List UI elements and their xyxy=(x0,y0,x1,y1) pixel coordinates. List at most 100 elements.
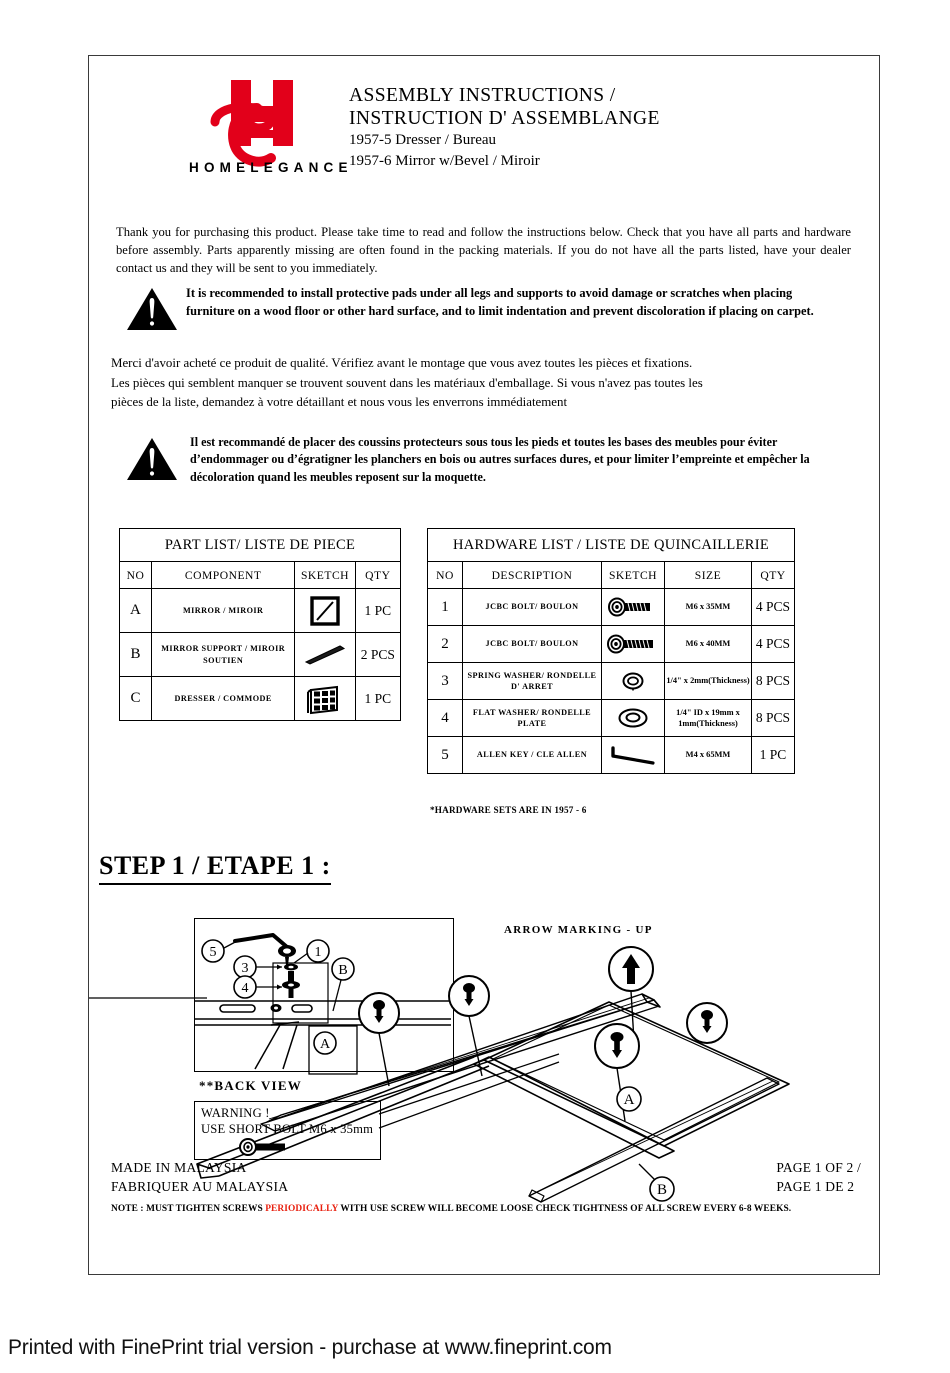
hw-no-5: 5 xyxy=(427,736,463,774)
page-number-french: PAGE 1 DE 2 xyxy=(776,1178,855,1194)
part-no-b: B xyxy=(119,632,152,677)
hardware-sets-note: *HARDWARE SETS ARE IN 1957 - 6 xyxy=(430,805,587,815)
parts-header-component: COMPONENT xyxy=(150,561,296,589)
hw-desc-2: JCBC BOLT/ BOULON xyxy=(462,625,602,663)
bolt-icon xyxy=(601,588,665,626)
part-list-caption: PART LIST/ LISTE DE PIECE xyxy=(119,528,401,562)
svg-text:5: 5 xyxy=(210,945,217,960)
bolt-icon xyxy=(601,625,665,663)
callout-label-a: A xyxy=(616,1086,642,1112)
model-line-mirror: 1957-6 Mirror w/Bevel / Miroir xyxy=(349,152,540,169)
part-component-c: DRESSER / COMMODE xyxy=(150,676,296,721)
hw-size-3: 1/4" x 2mm(Thickness) xyxy=(664,662,752,700)
svg-text:A: A xyxy=(624,1092,635,1108)
part-no-a: A xyxy=(119,588,152,633)
warning-box-text: WARNING ! USE SHORT BOLT M6 x 35mm xyxy=(201,1106,373,1137)
made-in-french: FABRIQUER AU MALAYSIA xyxy=(111,1178,289,1194)
assembly-title-en: ASSEMBLY INSTRUCTIONS / xyxy=(349,85,616,106)
homelegance-logo: HOMELEGANCE xyxy=(189,78,359,188)
table-row: C DRESSER / COMMODE 1 PC xyxy=(119,676,402,721)
hw-size-4: 1/4" ID x 19mm x 1mm(Thickness) xyxy=(664,699,752,737)
hardware-list-table: HARDWARE LIST / LISTE DE QUINCAILLERIE N… xyxy=(427,528,795,774)
part-qty-a: 1 PC xyxy=(354,588,402,633)
part-component-b: MIRROR SUPPORT / MIROIR SOUTIEN xyxy=(150,632,296,677)
parts-header-no: NO xyxy=(119,561,152,589)
hw-size-1: M6 x 35MM xyxy=(664,588,752,626)
table-row: 4 FLAT WASHER/ RONDELLE PLATE 1/4" ID x … xyxy=(427,699,795,737)
hw-size-2: M6 x 40MM xyxy=(664,625,752,663)
hw-qty-2: 4 PCS xyxy=(751,625,795,663)
hw-header-qty: QTY xyxy=(751,561,795,589)
spring-washer-icon xyxy=(601,662,665,700)
callout-bubble-4 xyxy=(594,1023,640,1122)
document-page: HOMELEGANCE ASSEMBLY INSTRUCTIONS / INST… xyxy=(88,55,880,1275)
table-row: 5 ALLEN KEY / CLE ALLEN M4 x 65MM 1 PC xyxy=(427,736,795,774)
svg-text:A: A xyxy=(320,1037,331,1052)
part-component-a: MIRROR / MIROIR xyxy=(150,588,296,633)
parts-header-sketch: SKETCH xyxy=(294,561,356,589)
part-list-table: PART LIST/ LISTE DE PIECE NO COMPONENT S… xyxy=(119,528,402,721)
arrow-marking-label: ARROW MARKING - UP xyxy=(504,924,653,936)
note-suffix: WITH USE SCREW WILL BECOME LOOSE CHECK T… xyxy=(338,1204,792,1214)
warning-triangle-icon xyxy=(126,286,178,332)
warning-triangle-icon-french xyxy=(126,436,178,482)
warning-box-line1: WARNING ! xyxy=(201,1106,270,1120)
intro-paragraph-french: Merci d'avoir acheté ce produit de quali… xyxy=(111,356,703,410)
table-row: A MIRROR / MIROIR 1 PC xyxy=(119,588,402,633)
table-row: B MIRROR SUPPORT / MIROIR SOUTIEN 2 PCS xyxy=(119,632,402,677)
warning-text-english: It is recommended to install protective … xyxy=(186,286,814,319)
hw-desc-4: FLAT WASHER/ RONDELLE PLATE xyxy=(462,699,602,737)
callout-bubble-2 xyxy=(358,992,400,1087)
warning-text-french: Il est recommandé de placer des coussins… xyxy=(190,435,810,484)
support-bar-icon xyxy=(294,632,356,677)
hw-header-description: DESCRIPTION xyxy=(462,561,602,589)
hw-desc-1: JCBC BOLT/ BOULON xyxy=(462,588,602,626)
short-bolt-warning-box: WARNING ! USE SHORT BOLT M6 x 35mm xyxy=(194,1101,381,1160)
hw-desc-3: SPRING WASHER/ RONDELLE D' ARRET xyxy=(462,662,602,700)
hw-no-2: 2 xyxy=(427,625,463,663)
dresser-icon xyxy=(294,676,356,721)
made-in-block: MADE IN MALAYSIA FABRIQUER AU MALAYSIA xyxy=(111,1159,288,1196)
note-prefix: NOTE : MUST TIGHTEN SCREWS xyxy=(111,1204,266,1214)
hw-qty-1: 4 PCS xyxy=(751,588,795,626)
table-row: 3 SPRING WASHER/ RONDELLE D' ARRET 1/4" … xyxy=(427,662,795,700)
svg-text:1: 1 xyxy=(315,945,322,960)
warning-block-french: Il est recommandé de placer des coussins… xyxy=(126,434,846,486)
table-row: 1 JCBC BOLT/ BOULON M6 x 35MM 4 PCS xyxy=(427,588,795,626)
model-line-dresser: 1957-5 Dresser / Bureau xyxy=(349,132,497,148)
svg-text:B: B xyxy=(338,963,347,978)
logo-mark-icon xyxy=(210,80,293,167)
hw-desc-5: ALLEN KEY / CLE ALLEN xyxy=(462,736,602,774)
warning-block-english: It is recommended to install protective … xyxy=(126,284,826,332)
warning-box-line2: USE SHORT BOLT M6 x 35mm xyxy=(201,1121,374,1136)
hw-size-5: M4 x 65MM xyxy=(664,736,752,774)
svg-text:B: B xyxy=(657,1182,667,1198)
page-number-english: PAGE 1 OF 2 / xyxy=(776,1160,861,1175)
callout-bubble-1 xyxy=(448,975,490,1077)
hw-header-size: SIZE xyxy=(664,561,752,589)
table-row: 2 JCBC BOLT/ BOULON M6 x 40MM 4 PCS xyxy=(427,625,795,663)
part-qty-c: 1 PC xyxy=(354,676,402,721)
intro-paragraph-english: Thank you for purchasing this product. P… xyxy=(116,225,851,275)
hw-header-no: NO xyxy=(427,561,463,589)
hardware-list-caption: HARDWARE LIST / LISTE DE QUINCAILLERIE xyxy=(427,528,795,562)
back-view-detail-drawing: 5 1 3 4 B A xyxy=(195,933,451,1070)
part-qty-b: 2 PCS xyxy=(354,632,402,677)
made-in-english: MADE IN MALAYSIA xyxy=(111,1160,247,1175)
part-no-c: C xyxy=(119,676,152,721)
parts-header-qty: QTY xyxy=(354,561,402,589)
hw-header-sketch: SKETCH xyxy=(601,561,665,589)
hw-no-1: 1 xyxy=(427,588,463,626)
assembly-diagram: 5 1 3 4 B A **BACK VIEW xyxy=(89,906,881,1206)
bolt-callout-bubbles: A B xyxy=(308,946,728,1202)
hw-qty-4: 8 PCS xyxy=(751,699,795,737)
hw-qty-3: 8 PCS xyxy=(751,662,795,700)
allen-key-icon xyxy=(601,736,665,774)
callout-label-b: B xyxy=(638,1163,675,1202)
note-periodically: PERIODICALLY xyxy=(265,1204,339,1214)
back-view-label: **BACK VIEW xyxy=(199,1078,302,1093)
hw-no-3: 3 xyxy=(427,662,463,700)
hw-no-4: 4 xyxy=(427,699,463,737)
assembly-title-fr: INSTRUCTION D' ASSEMBLANGE xyxy=(349,108,660,129)
page-number-block: PAGE 1 OF 2 / PAGE 1 DE 2 xyxy=(776,1159,861,1196)
